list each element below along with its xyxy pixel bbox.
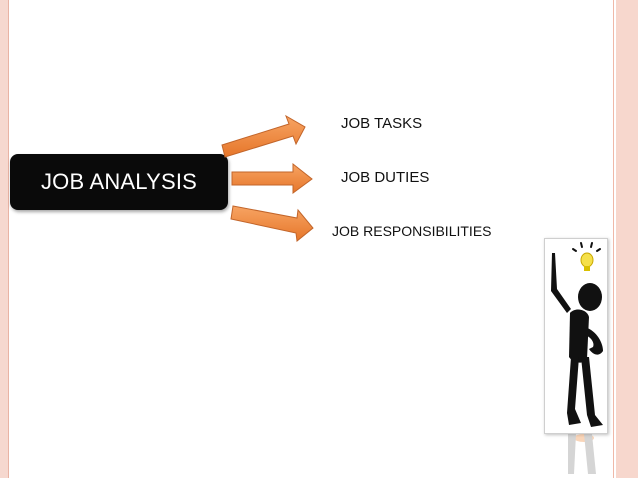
job-responsibilities-label: JOB RESPONSIBILITIES	[332, 223, 492, 239]
job-duties-label: JOB DUTIES	[341, 169, 430, 186]
arrow-to-job-tasks	[221, 114, 306, 158]
figure-reflection	[568, 434, 596, 474]
thinking-person-lightbulb-icon	[544, 238, 608, 434]
right-border-line	[613, 0, 614, 478]
job-analysis-label: JOB ANALYSIS	[40, 169, 198, 194]
arrow-to-job-duties	[231, 162, 313, 194]
right-border-decoration	[616, 0, 638, 478]
left-border-decoration	[0, 0, 8, 478]
left-border-line	[8, 0, 9, 478]
job-analysis-box: JOB ANALYSIS	[10, 154, 228, 210]
arrow-to-job-responsibilities	[230, 205, 314, 242]
job-tasks-label: JOB TASKS	[341, 115, 423, 132]
